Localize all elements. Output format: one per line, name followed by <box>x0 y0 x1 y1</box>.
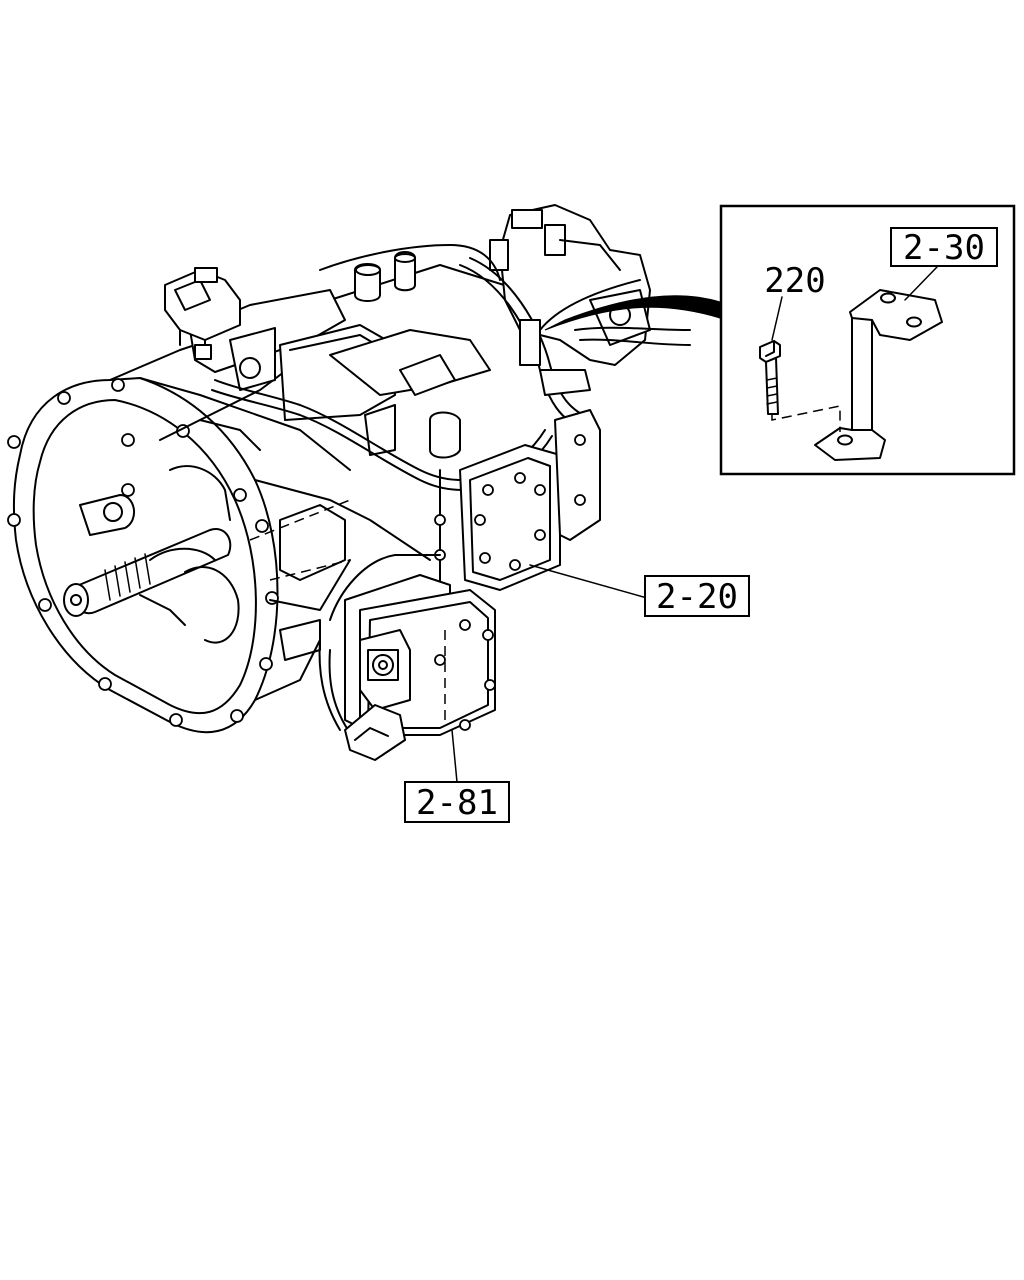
rear-cover-plate <box>434 409 601 601</box>
callout-label-220: 220 <box>764 261 825 301</box>
callout-2-30[interactable]: 2-30 <box>890 227 998 268</box>
pto-pump <box>318 554 496 761</box>
inset-leader <box>544 295 721 331</box>
shift-tower <box>189 251 491 456</box>
callout-220[interactable]: 220 <box>764 261 825 301</box>
callout-label-2-81: 2-81 <box>416 783 498 823</box>
detail-inset: 2-30 220 <box>544 204 1016 476</box>
leader-2-81 <box>451 729 458 783</box>
callout-label-2-30: 2-30 <box>903 228 985 268</box>
bracket <box>814 289 943 461</box>
transmission-assembly <box>7 204 691 761</box>
input-shaft <box>63 494 232 617</box>
callout-2-20[interactable]: 2-20 <box>644 575 750 617</box>
leader-2-20 <box>529 564 648 599</box>
bell-housing <box>7 377 279 734</box>
bolt-220 <box>759 340 841 432</box>
leader-230 <box>904 266 938 301</box>
leader-220 <box>771 296 783 341</box>
callout-label-2-20: 2-20 <box>656 577 738 617</box>
callout-2-81[interactable]: 2-81 <box>404 781 510 823</box>
left-actuator <box>164 267 241 360</box>
